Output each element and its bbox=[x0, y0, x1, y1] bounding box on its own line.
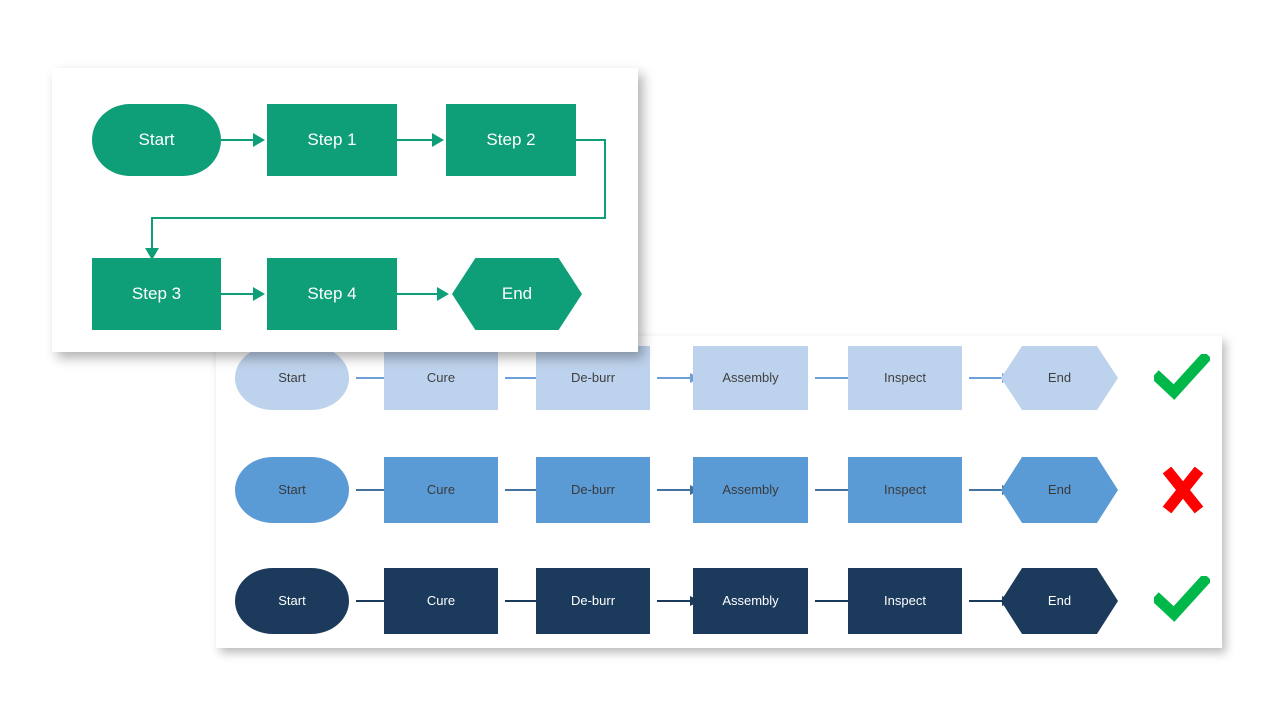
node-label: Cure bbox=[426, 592, 456, 608]
connector-arrowhead bbox=[145, 248, 159, 260]
node-label: Start bbox=[278, 592, 306, 608]
node-label: De-burr bbox=[570, 481, 616, 497]
connector-step3-to-step4 bbox=[221, 293, 255, 295]
node-assembly[interactable]: Assembly bbox=[693, 346, 808, 410]
connector-arrow bbox=[505, 377, 547, 379]
connector-start-to-step1 bbox=[221, 139, 255, 141]
green-flowchart-panel: Start Step 1 Step 2 Step 3 Step 4 End bbox=[52, 68, 638, 352]
connector-arrowhead bbox=[437, 287, 449, 301]
connector-step2-elbow-bottom bbox=[151, 217, 606, 219]
node-inspect[interactable]: Inspect bbox=[848, 346, 962, 410]
connector-arrow bbox=[356, 377, 398, 379]
status-badge-check bbox=[1154, 354, 1210, 402]
node-deburr[interactable]: De-burr bbox=[536, 457, 650, 523]
connector-arrow bbox=[356, 600, 398, 602]
node-deburr[interactable]: De-burr bbox=[536, 346, 650, 410]
node-label: Start bbox=[278, 481, 306, 497]
node-cure[interactable]: Cure bbox=[384, 568, 498, 634]
connector-step4-to-end bbox=[397, 293, 439, 295]
node-label: Assembly bbox=[722, 481, 779, 497]
node-step-4[interactable]: Step 4 bbox=[267, 258, 397, 330]
connector-step1-to-step2 bbox=[397, 139, 434, 141]
node-cure[interactable]: Cure bbox=[384, 346, 498, 410]
connector-step2-elbow-right bbox=[604, 139, 606, 219]
node-start[interactable]: Start bbox=[235, 457, 349, 523]
node-label: End bbox=[1047, 369, 1072, 385]
connector-arrow bbox=[969, 600, 1011, 602]
node-label: Cure bbox=[426, 369, 456, 385]
node-label: Start bbox=[278, 369, 306, 385]
node-start[interactable]: Start bbox=[235, 346, 349, 410]
node-label: Start bbox=[138, 129, 175, 149]
node-end[interactable]: End bbox=[1001, 346, 1118, 410]
node-assembly[interactable]: Assembly bbox=[693, 457, 808, 523]
cross-icon bbox=[1162, 466, 1204, 514]
node-label: Inspect bbox=[884, 592, 926, 608]
node-step-2[interactable]: Step 2 bbox=[446, 104, 576, 176]
connector-arrowhead bbox=[253, 287, 265, 301]
node-start[interactable]: Start bbox=[92, 104, 221, 176]
node-step-1[interactable]: Step 1 bbox=[267, 104, 397, 176]
node-step-3[interactable]: Step 3 bbox=[92, 258, 221, 330]
node-label: End bbox=[1047, 481, 1072, 497]
connector-step2-elbow-top bbox=[576, 139, 606, 141]
connector-arrow bbox=[657, 377, 699, 379]
checkmark-icon bbox=[1154, 576, 1210, 622]
node-label: Step 2 bbox=[486, 129, 536, 149]
connector-arrow bbox=[657, 489, 699, 491]
connector-arrow bbox=[356, 489, 398, 491]
connector-arrow bbox=[969, 489, 1011, 491]
node-label: De-burr bbox=[570, 369, 616, 385]
node-label: Step 1 bbox=[307, 129, 357, 149]
node-end[interactable]: End bbox=[452, 258, 582, 330]
node-label: Inspect bbox=[884, 369, 926, 385]
connector-arrow bbox=[815, 600, 857, 602]
node-label: Assembly bbox=[722, 592, 779, 608]
node-cure[interactable]: Cure bbox=[384, 457, 498, 523]
connector-arrow bbox=[815, 489, 857, 491]
node-deburr[interactable]: De-burr bbox=[536, 568, 650, 634]
node-label: Step 4 bbox=[307, 283, 357, 303]
style-variants-panel: Start Cure De-burr Assembly Inspect End bbox=[216, 336, 1222, 648]
connector-arrow bbox=[505, 489, 547, 491]
node-label: Assembly bbox=[722, 369, 779, 385]
node-start[interactable]: Start bbox=[235, 568, 349, 634]
node-end[interactable]: End bbox=[1001, 568, 1118, 634]
connector-arrow bbox=[657, 600, 699, 602]
connector-arrow bbox=[505, 600, 547, 602]
node-label: End bbox=[1047, 592, 1072, 608]
node-inspect[interactable]: Inspect bbox=[848, 457, 962, 523]
connector-arrowhead bbox=[253, 133, 265, 147]
connector-arrowhead bbox=[432, 133, 444, 147]
status-badge-check bbox=[1154, 576, 1210, 624]
checkmark-icon bbox=[1154, 354, 1210, 400]
node-label: Cure bbox=[426, 481, 456, 497]
node-assembly[interactable]: Assembly bbox=[693, 568, 808, 634]
node-label: End bbox=[501, 283, 533, 303]
status-badge-cross bbox=[1159, 464, 1207, 516]
node-end[interactable]: End bbox=[1001, 457, 1118, 523]
connector-arrow bbox=[969, 377, 1011, 379]
node-inspect[interactable]: Inspect bbox=[848, 568, 962, 634]
node-label: De-burr bbox=[570, 592, 616, 608]
node-label: Step 3 bbox=[131, 283, 182, 303]
connector-arrow bbox=[815, 377, 857, 379]
connector-step2-elbow-down bbox=[151, 217, 153, 251]
node-label: Inspect bbox=[884, 481, 926, 497]
